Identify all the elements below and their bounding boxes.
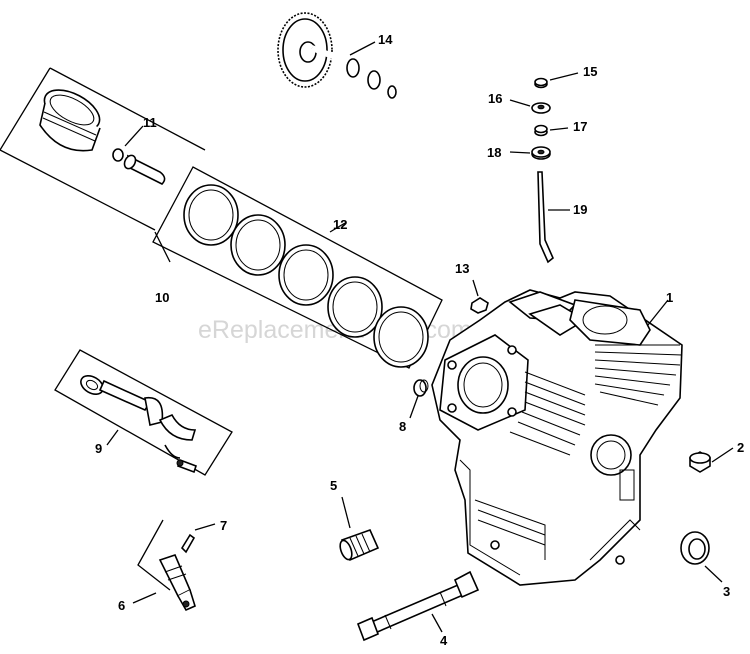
piston-ring-3[interactable] [278,244,334,306]
callout-8: 8 [399,419,406,434]
switch-sensor-part[interactable] [158,554,196,612]
camshaft-gear-part[interactable] [277,12,397,99]
connecting-rod-box [54,349,233,476]
part-8-dowel[interactable] [413,379,429,397]
piston-ring-4[interactable] [327,276,383,338]
callout-5: 5 [330,478,337,493]
piston-pin-part[interactable] [122,153,166,185]
part-17-small-cap[interactable] [534,124,548,137]
crankcase-block-part[interactable] [431,289,683,586]
part-18-nut[interactable] [531,146,551,160]
callout-14: 14 [378,32,393,47]
callout-18: 18 [487,145,501,160]
callout-19: 19 [573,202,587,217]
callout-9: 9 [95,441,102,456]
callout-11: 11 [143,115,157,130]
callout-3: 3 [723,584,730,599]
callout-2: 2 [737,440,744,455]
piston-part[interactable] [38,82,106,152]
piston-rings-box [152,166,443,369]
wire-clip-part[interactable] [180,533,196,554]
rod-bolt-part[interactable] [176,458,198,474]
piston-clip-part[interactable] [112,148,124,162]
callout-13: 13 [455,261,469,276]
callout-12: 12 [333,217,347,232]
callout-4: 4 [440,633,448,648]
piston-ring-1[interactable] [183,184,239,246]
piston-ring-5[interactable] [373,306,429,368]
callout-7: 7 [220,518,227,533]
part-13-plug[interactable] [470,297,489,314]
part-16-washer[interactable] [531,102,551,114]
governor-rod-part[interactable] [537,171,554,264]
rod-cap-part[interactable] [158,413,197,459]
callout-15: 15 [583,64,597,79]
piston-ring-2[interactable] [230,214,286,276]
oil-seal-part[interactable] [680,531,710,565]
connecting-rod-part[interactable] [78,372,164,426]
part-15-small-cap[interactable] [534,77,548,89]
callout-1: 1 [666,290,673,305]
drain-plug-part[interactable] [689,451,711,473]
piston-assembly-box [0,67,206,231]
shaft-part[interactable] [356,570,480,642]
callout-10: 10 [155,290,169,305]
sleeve-part[interactable] [338,528,380,562]
callout-16: 16 [488,91,502,106]
callout-6: 6 [118,598,125,613]
sensor-assembly-box [137,519,196,612]
callout-17: 17 [573,119,587,134]
